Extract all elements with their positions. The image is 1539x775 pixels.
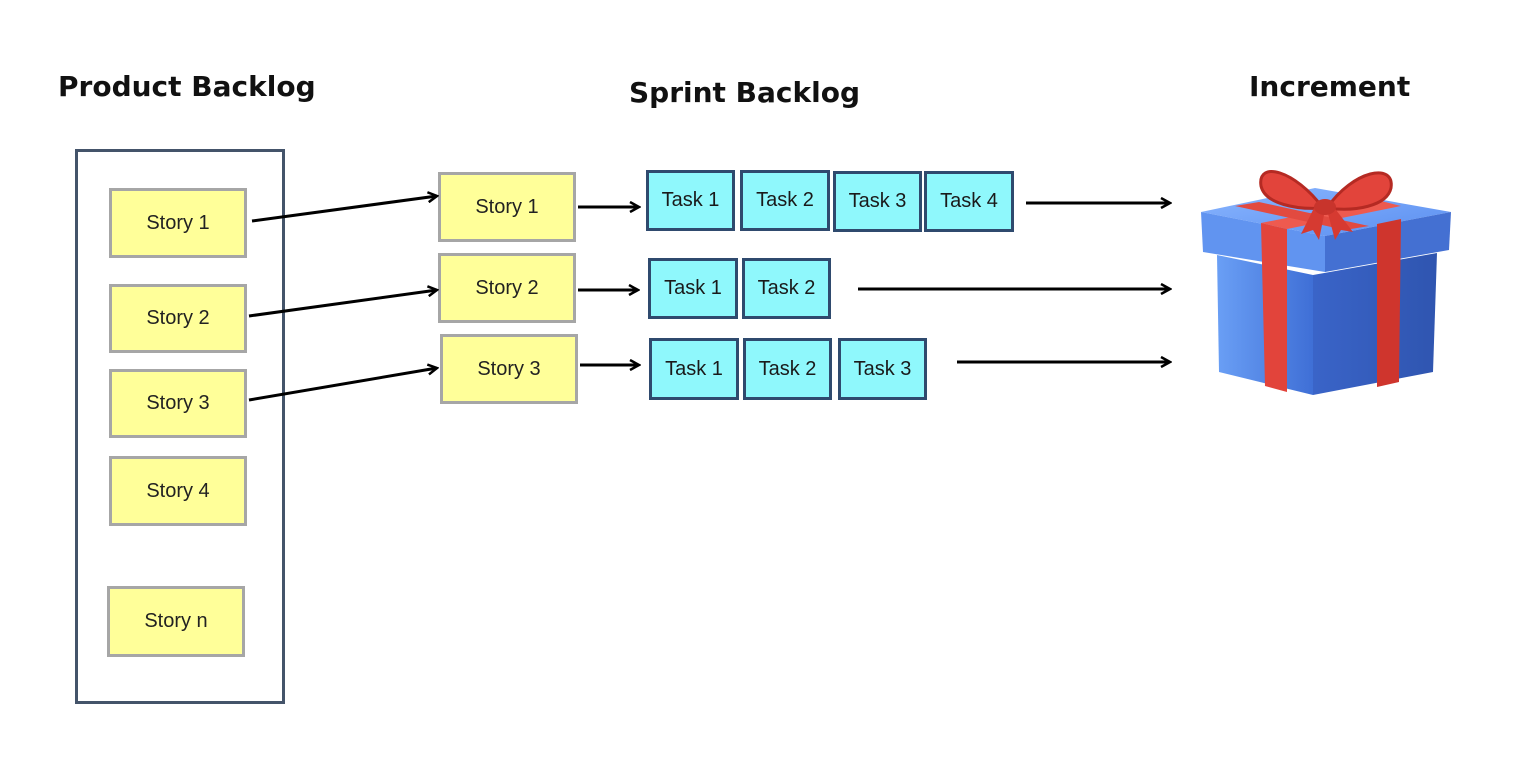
arrow-backlog-story2-to-sprint bbox=[248, 290, 437, 318]
product-backlog-story-2: Story 2 bbox=[109, 284, 247, 353]
sprint-story-3: Story 3 bbox=[440, 334, 578, 404]
row3-task-1: Task 1 bbox=[649, 338, 739, 400]
row1-task-1: Task 1 bbox=[646, 170, 735, 231]
sprint-backlog-heading: Sprint Backlog bbox=[629, 76, 861, 109]
product-backlog-story-1: Story 1 bbox=[109, 188, 247, 258]
row2-task-2: Task 2 bbox=[742, 258, 831, 319]
row3-task-3: Task 3 bbox=[838, 338, 927, 400]
row1-task-2: Task 2 bbox=[740, 170, 830, 231]
row3-task-2: Task 2 bbox=[743, 338, 832, 400]
product-backlog-story-n: Story n bbox=[107, 586, 245, 657]
product-backlog-story-3: Story 3 bbox=[109, 369, 247, 438]
arrow-backlog-story3-to-sprint bbox=[248, 368, 437, 402]
row2-task-1: Task 1 bbox=[648, 258, 738, 319]
row1-task-3: Task 3 bbox=[833, 171, 922, 232]
sprint-story-1: Story 1 bbox=[438, 172, 576, 242]
product-backlog-frame bbox=[75, 149, 285, 704]
arrow-backlog-story1-to-sprint bbox=[251, 196, 437, 223]
row1-task-4: Task 4 bbox=[924, 171, 1014, 232]
increment-heading: Increment bbox=[1249, 70, 1411, 103]
gift-box-icon bbox=[1201, 170, 1451, 395]
product-backlog-story-4: Story 4 bbox=[109, 456, 247, 526]
product-backlog-heading: Product Backlog bbox=[58, 70, 316, 103]
